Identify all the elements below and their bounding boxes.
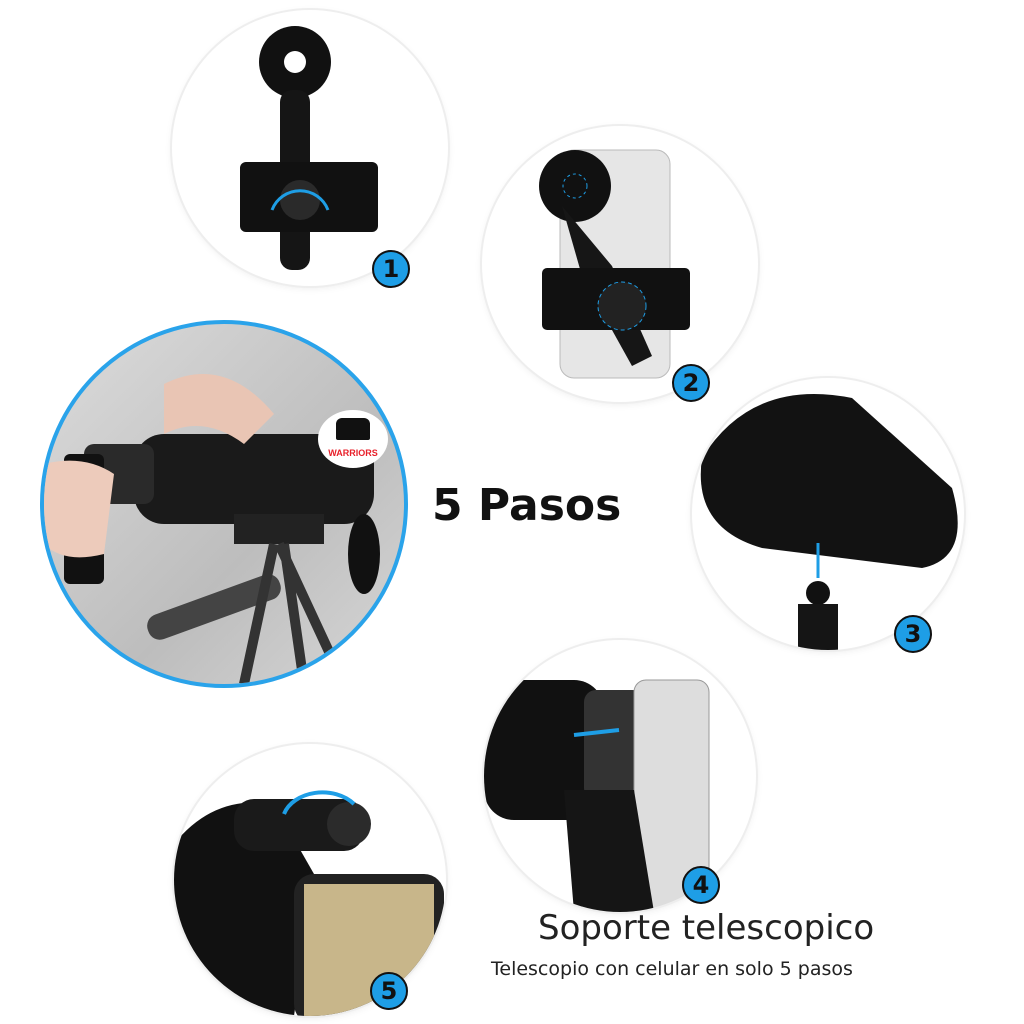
product-tagline: Telescopio con celular en solo 5 pasos xyxy=(491,958,853,980)
step-5-circle xyxy=(174,744,446,1016)
step-4-circle xyxy=(484,640,756,912)
step-4-badge: 4 xyxy=(682,866,720,904)
monocular-tripod-mount-icon xyxy=(700,394,958,650)
step-5-badge: 5 xyxy=(370,972,408,1010)
warriors-logo: WARRIORS xyxy=(318,410,388,468)
step-1-circle xyxy=(172,10,448,286)
phone-in-adapter-icon xyxy=(539,149,690,379)
focus-knob-icon xyxy=(174,790,444,1016)
step-2-circle xyxy=(482,126,758,402)
soldiers-silhouette-icon xyxy=(336,418,370,440)
step-3-circle xyxy=(692,378,964,650)
page-title: 5 Pasos xyxy=(432,480,622,531)
product-subtitle: Soporte telescopico xyxy=(538,908,875,948)
main-photo-monocular-on-tripod xyxy=(40,320,408,688)
logo-text: WARRIORS xyxy=(328,448,378,458)
align-phone-camera-icon xyxy=(484,679,710,912)
step-3-badge: 3 xyxy=(894,615,932,653)
phone-adapter-mount-icon xyxy=(240,26,378,270)
step-1-badge: 1 xyxy=(372,250,410,288)
step-2-badge: 2 xyxy=(672,364,710,402)
